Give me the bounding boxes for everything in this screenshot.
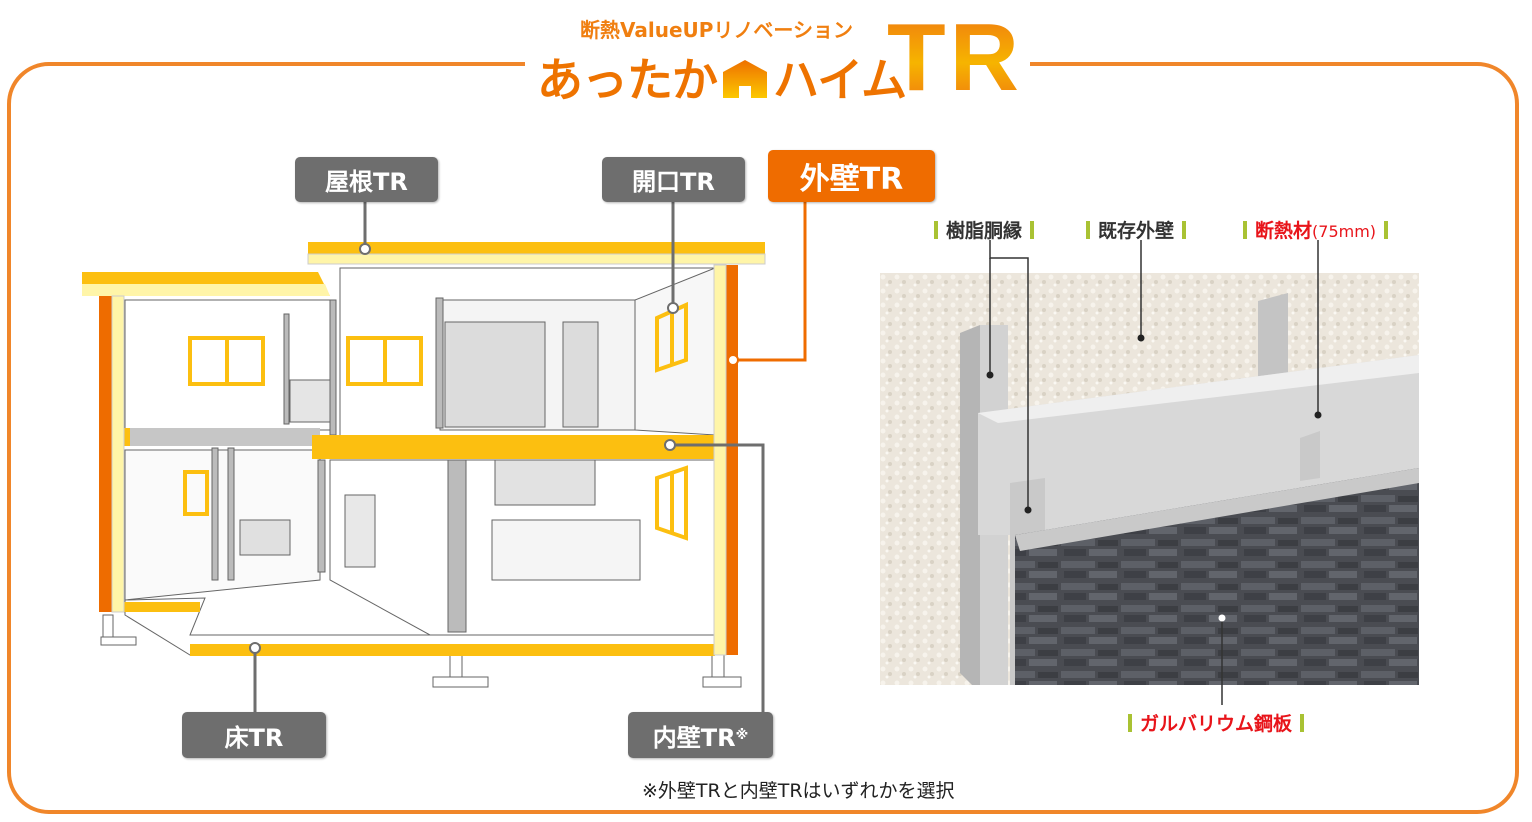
label-bar bbox=[934, 221, 938, 239]
title-text-pre: あったか bbox=[537, 53, 718, 107]
label-bar bbox=[1086, 221, 1090, 239]
title-text-post: ハイム bbox=[773, 53, 907, 107]
roof-tr-tag: 屋根TR bbox=[295, 157, 438, 202]
label-text: 樹脂胴縁 bbox=[946, 220, 1023, 242]
exterior-wall-tr-tag: 外壁TR bbox=[768, 150, 935, 202]
house-icon bbox=[723, 60, 767, 98]
label-text: ガルバリウム鋼板 bbox=[1140, 713, 1293, 735]
label-bar bbox=[1243, 221, 1247, 239]
label-bar bbox=[1384, 221, 1389, 239]
note-mark: ※ bbox=[735, 727, 749, 743]
label-insulation: 断熱材(75mm) bbox=[1235, 216, 1396, 243]
insulation-thickness: (75mm) bbox=[1312, 222, 1377, 241]
label-bar bbox=[1300, 714, 1305, 732]
label-bar bbox=[1030, 221, 1035, 239]
interior-wall-tr-text: 内壁TR bbox=[652, 723, 736, 752]
header-logo: 断熱ValueUPリノベーション あったか ハイム TR bbox=[525, 4, 1030, 111]
interior-wall-tr-tag: 内壁TR※ bbox=[628, 712, 773, 758]
footnote: ※外壁TRと内壁TRはいずれかを選択 bbox=[642, 780, 955, 802]
label-bar bbox=[1128, 714, 1132, 732]
label-bar bbox=[1182, 221, 1187, 239]
floor-tr-tag: 床TR bbox=[182, 712, 326, 758]
tr-logo: TR bbox=[887, 4, 1023, 111]
subtitle: 断熱ValueUPリノベーション bbox=[580, 18, 854, 42]
label-galvalume: ガルバリウム鋼板 bbox=[1120, 709, 1312, 736]
wall-section-illustration bbox=[880, 273, 1419, 685]
wall-section-photo bbox=[880, 273, 1419, 685]
opening-tr-tag: 開口TR bbox=[602, 157, 745, 202]
main-title: あったか ハイム bbox=[537, 44, 907, 110]
label-existing-wall: 既存外壁 bbox=[1078, 216, 1194, 243]
label-resin-furring: 樹脂胴縁 bbox=[926, 216, 1042, 243]
label-text: 断熱材 bbox=[1255, 220, 1313, 242]
label-text: 既存外壁 bbox=[1098, 220, 1175, 242]
